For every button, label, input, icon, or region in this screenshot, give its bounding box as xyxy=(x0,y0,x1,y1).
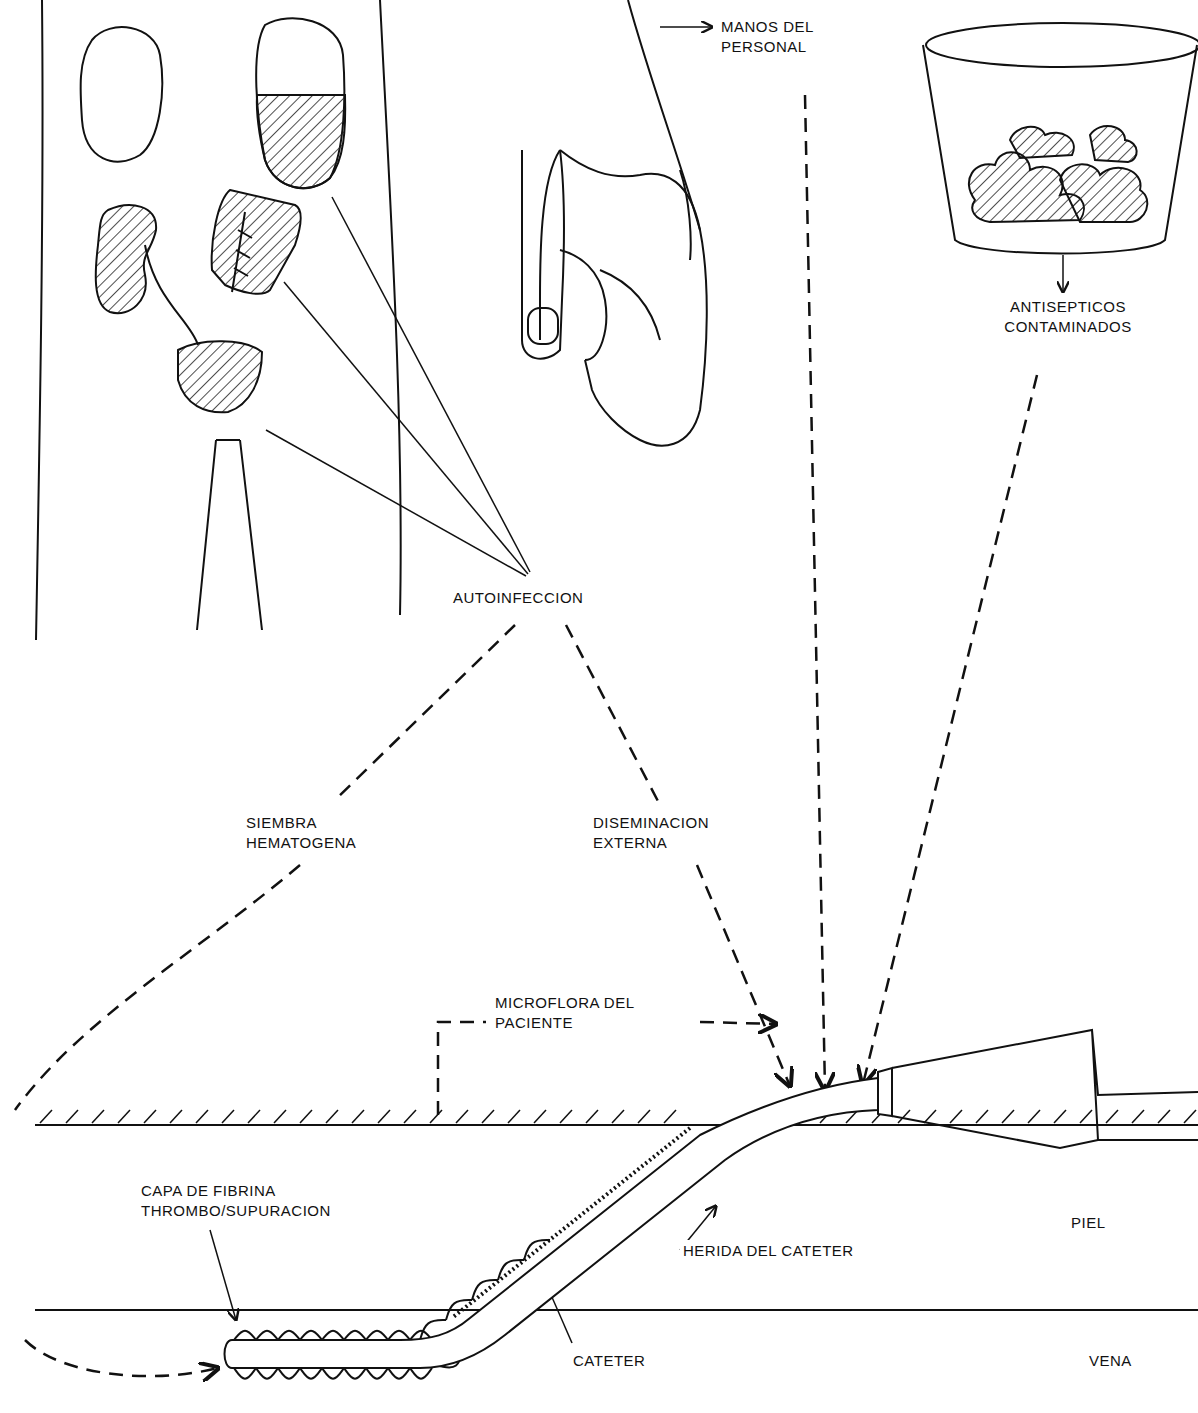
antiseptic-cup xyxy=(923,23,1198,254)
callout-label: PIEL xyxy=(1068,1212,1134,1234)
callout-label: CATETER xyxy=(570,1350,676,1372)
callout-label: ANTISEPTICOS CONTAMINADOS xyxy=(965,296,1171,338)
callout-label: MICROFLORA DEL PACIENTE xyxy=(492,992,638,1034)
callout-label: CAPA DE FIBRINA THROMBO/SUPURACION xyxy=(138,1180,354,1222)
organs xyxy=(81,18,346,630)
callout-label: HERIDA DEL CATETER xyxy=(680,1240,916,1262)
callout-label: MANOS DEL PERSONAL xyxy=(718,16,834,58)
callout-label: SIEMBRA HEMATOGENA xyxy=(243,812,379,854)
hand xyxy=(522,0,707,446)
catheter xyxy=(225,1030,1198,1379)
body-outline xyxy=(36,0,401,640)
infection-routes xyxy=(15,95,1037,1376)
callout-label: DISEMINACION EXTERNA xyxy=(590,812,746,854)
callout-label: VENA xyxy=(1086,1350,1162,1372)
leader-lines xyxy=(210,27,1063,1343)
callout-label: AUTOINFECCION xyxy=(450,587,626,609)
